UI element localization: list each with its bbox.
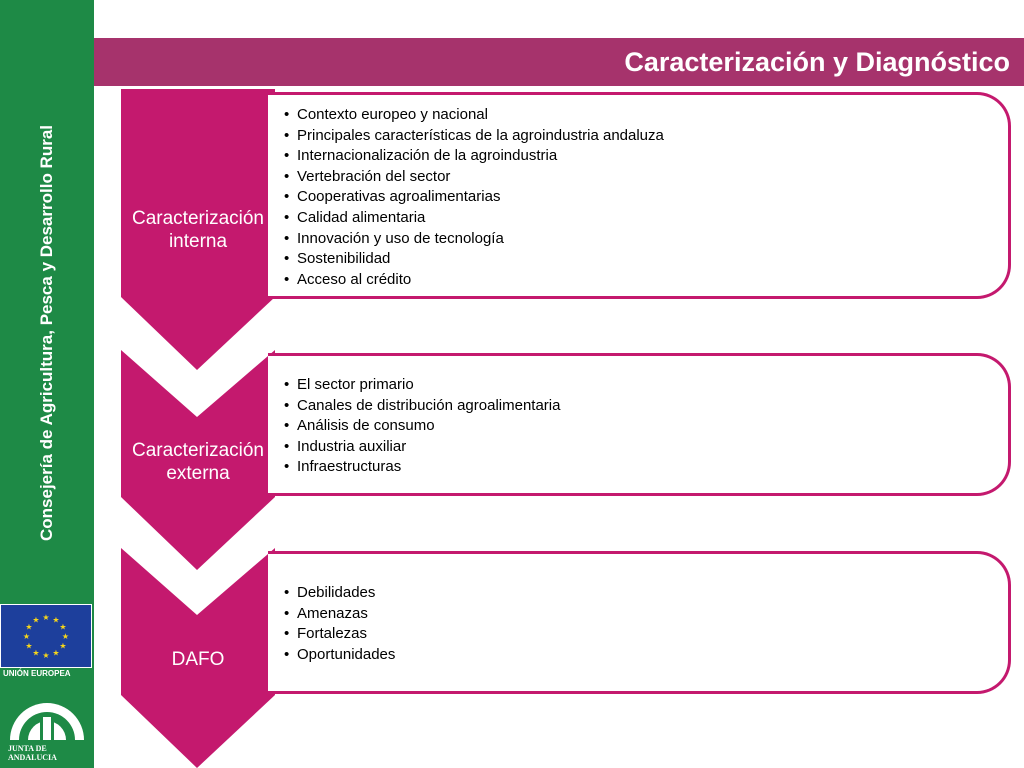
chevron-interna [121,89,275,370]
list-item: Oportunidades [284,645,1008,666]
svg-text:★: ★ [59,623,66,632]
svg-text:★: ★ [42,651,49,660]
list-item: Innovación y uso de tecnología [284,229,1008,250]
list-item: Vertebración del sector [284,167,1008,188]
junta-de-andalucia-logo-icon [10,703,84,740]
svg-text:★: ★ [32,649,39,658]
eu-flag-icon: ★★★ ★★★ ★★★ ★★★ [0,604,92,668]
svg-text:★: ★ [23,632,30,641]
svg-text:★: ★ [52,616,59,625]
item-list-interna: Contexto europeo y nacional Principales … [268,105,1008,290]
chevron-externa [121,350,275,570]
list-item: Amenazas [284,604,1008,625]
page-title: Caracterización y Diagnóstico [624,46,1010,77]
detail-box-externa: El sector primario Canales de distribuci… [268,353,1011,496]
item-list-dafo: Debilidades Amenazas Fortalezas Oportuni… [268,583,1008,665]
sidebar: Consejería de Agricultura, Pesca y Desar… [0,0,94,768]
svg-text:★: ★ [42,613,49,622]
list-item: Cooperativas agroalimentarias [284,187,1008,208]
list-item: Infraestructuras [284,457,1008,478]
svg-text:★: ★ [32,616,39,625]
svg-text:★: ★ [25,623,32,632]
list-item: Calidad alimentaria [284,208,1008,229]
section-label-externa: Caracterización externa [132,440,264,484]
svg-text:★: ★ [62,632,69,641]
list-item: Acceso al crédito [284,270,1008,291]
junta-label: JUNTA DE ANDALUCIA [8,744,57,762]
list-item: Contexto europeo y nacional [284,105,1008,126]
svg-text:★: ★ [59,642,66,651]
detail-box-dafo: Debilidades Amenazas Fortalezas Oportuni… [268,551,1011,694]
list-item: Principales características de la agroin… [284,126,1008,147]
eu-label: UNIÓN EUROPEA [3,669,71,678]
list-item: Fortalezas [284,624,1008,645]
section-label-interna: Caracterización interna [132,208,264,252]
list-item: Debilidades [284,583,1008,604]
svg-text:★: ★ [52,649,59,658]
list-item: Internacionalización de la agroindustria [284,146,1008,167]
chevron-dafo [121,548,275,768]
item-list-externa: El sector primario Canales de distribuci… [268,375,1008,478]
detail-box-interna: Contexto europeo y nacional Principales … [268,92,1011,299]
list-item: Sostenibilidad [284,249,1008,270]
section-label-dafo: DAFO [171,649,225,670]
list-item: El sector primario [284,375,1008,396]
list-item: Análisis de consumo [284,416,1008,437]
list-item: Industria auxiliar [284,437,1008,458]
list-item: Canales de distribución agroalimentaria [284,396,1008,417]
title-bar: Caracterización y Diagnóstico [94,38,1024,86]
svg-text:★: ★ [25,642,32,651]
